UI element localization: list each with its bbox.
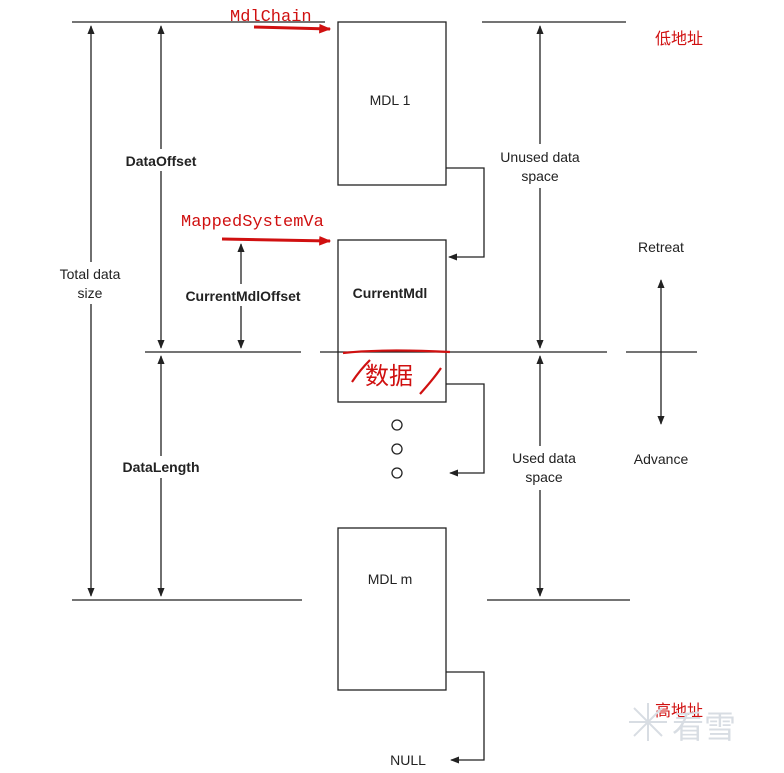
used-data-space-label-line1: Used data xyxy=(512,450,576,466)
retreat-label: Retreat xyxy=(638,239,684,255)
mdl-1-next-arrow xyxy=(446,167,485,261)
data-annotation-stroke-left xyxy=(351,359,371,383)
current-mdl-offset-label-bg xyxy=(174,284,314,306)
data-offset-label: DataOffset xyxy=(126,153,197,169)
used-data-space-label-bg xyxy=(496,446,588,490)
low-address-label: 低地址 xyxy=(655,29,703,48)
data-annotation: 数据 xyxy=(365,362,413,390)
unused-data-space-label-line1: Unused data xyxy=(500,149,580,165)
current-mdl-label: CurrentMdl xyxy=(353,285,428,301)
mdl-m-box xyxy=(337,527,447,691)
watermark-text: 看雪 xyxy=(672,708,736,746)
mapped-system-va-pointer-arrow xyxy=(221,236,332,246)
current-mdl-offset-label: CurrentMdlOffset xyxy=(185,288,300,304)
data-length-label: DataLength xyxy=(123,459,200,475)
total-data-size-label-bg xyxy=(50,262,130,304)
kanxue-watermark: 看雪 xyxy=(629,703,736,746)
mdl-m-next-arrow xyxy=(446,671,485,764)
ellipsis-dot-2 xyxy=(391,443,403,455)
data-annotation-underline xyxy=(342,349,451,355)
data-length-label-bg xyxy=(112,456,212,478)
high-address-label: 高地址 xyxy=(655,701,703,720)
ellipsis-dot-3 xyxy=(391,467,403,479)
snowflake-icon xyxy=(629,703,667,741)
mapped-system-va-annotation: MappedSystemVa xyxy=(181,213,324,232)
unused-data-space-label-bg xyxy=(488,144,592,188)
ellipsis-dot-1 xyxy=(391,419,403,431)
mdl-1-box xyxy=(337,21,447,186)
null-label: NULL xyxy=(390,752,426,768)
mdl-1-label: MDL 1 xyxy=(370,92,411,108)
unused-data-space-label-line2: space xyxy=(521,168,559,184)
mdl-m-label: MDL m xyxy=(368,571,413,587)
total-data-size-label-line1: Total data xyxy=(60,266,121,282)
data-offset-label-bg xyxy=(116,149,208,171)
advance-label: Advance xyxy=(634,451,689,467)
current-mdl-next-arrow xyxy=(446,383,485,477)
mdl-chain-pointer-arrow xyxy=(253,23,332,34)
data-annotation-stroke-right xyxy=(419,367,442,395)
mdl-chain-annotation: MdlChain xyxy=(230,8,312,27)
used-data-space-label-line2: space xyxy=(525,469,563,485)
total-data-size-label-line2: size xyxy=(78,285,103,301)
